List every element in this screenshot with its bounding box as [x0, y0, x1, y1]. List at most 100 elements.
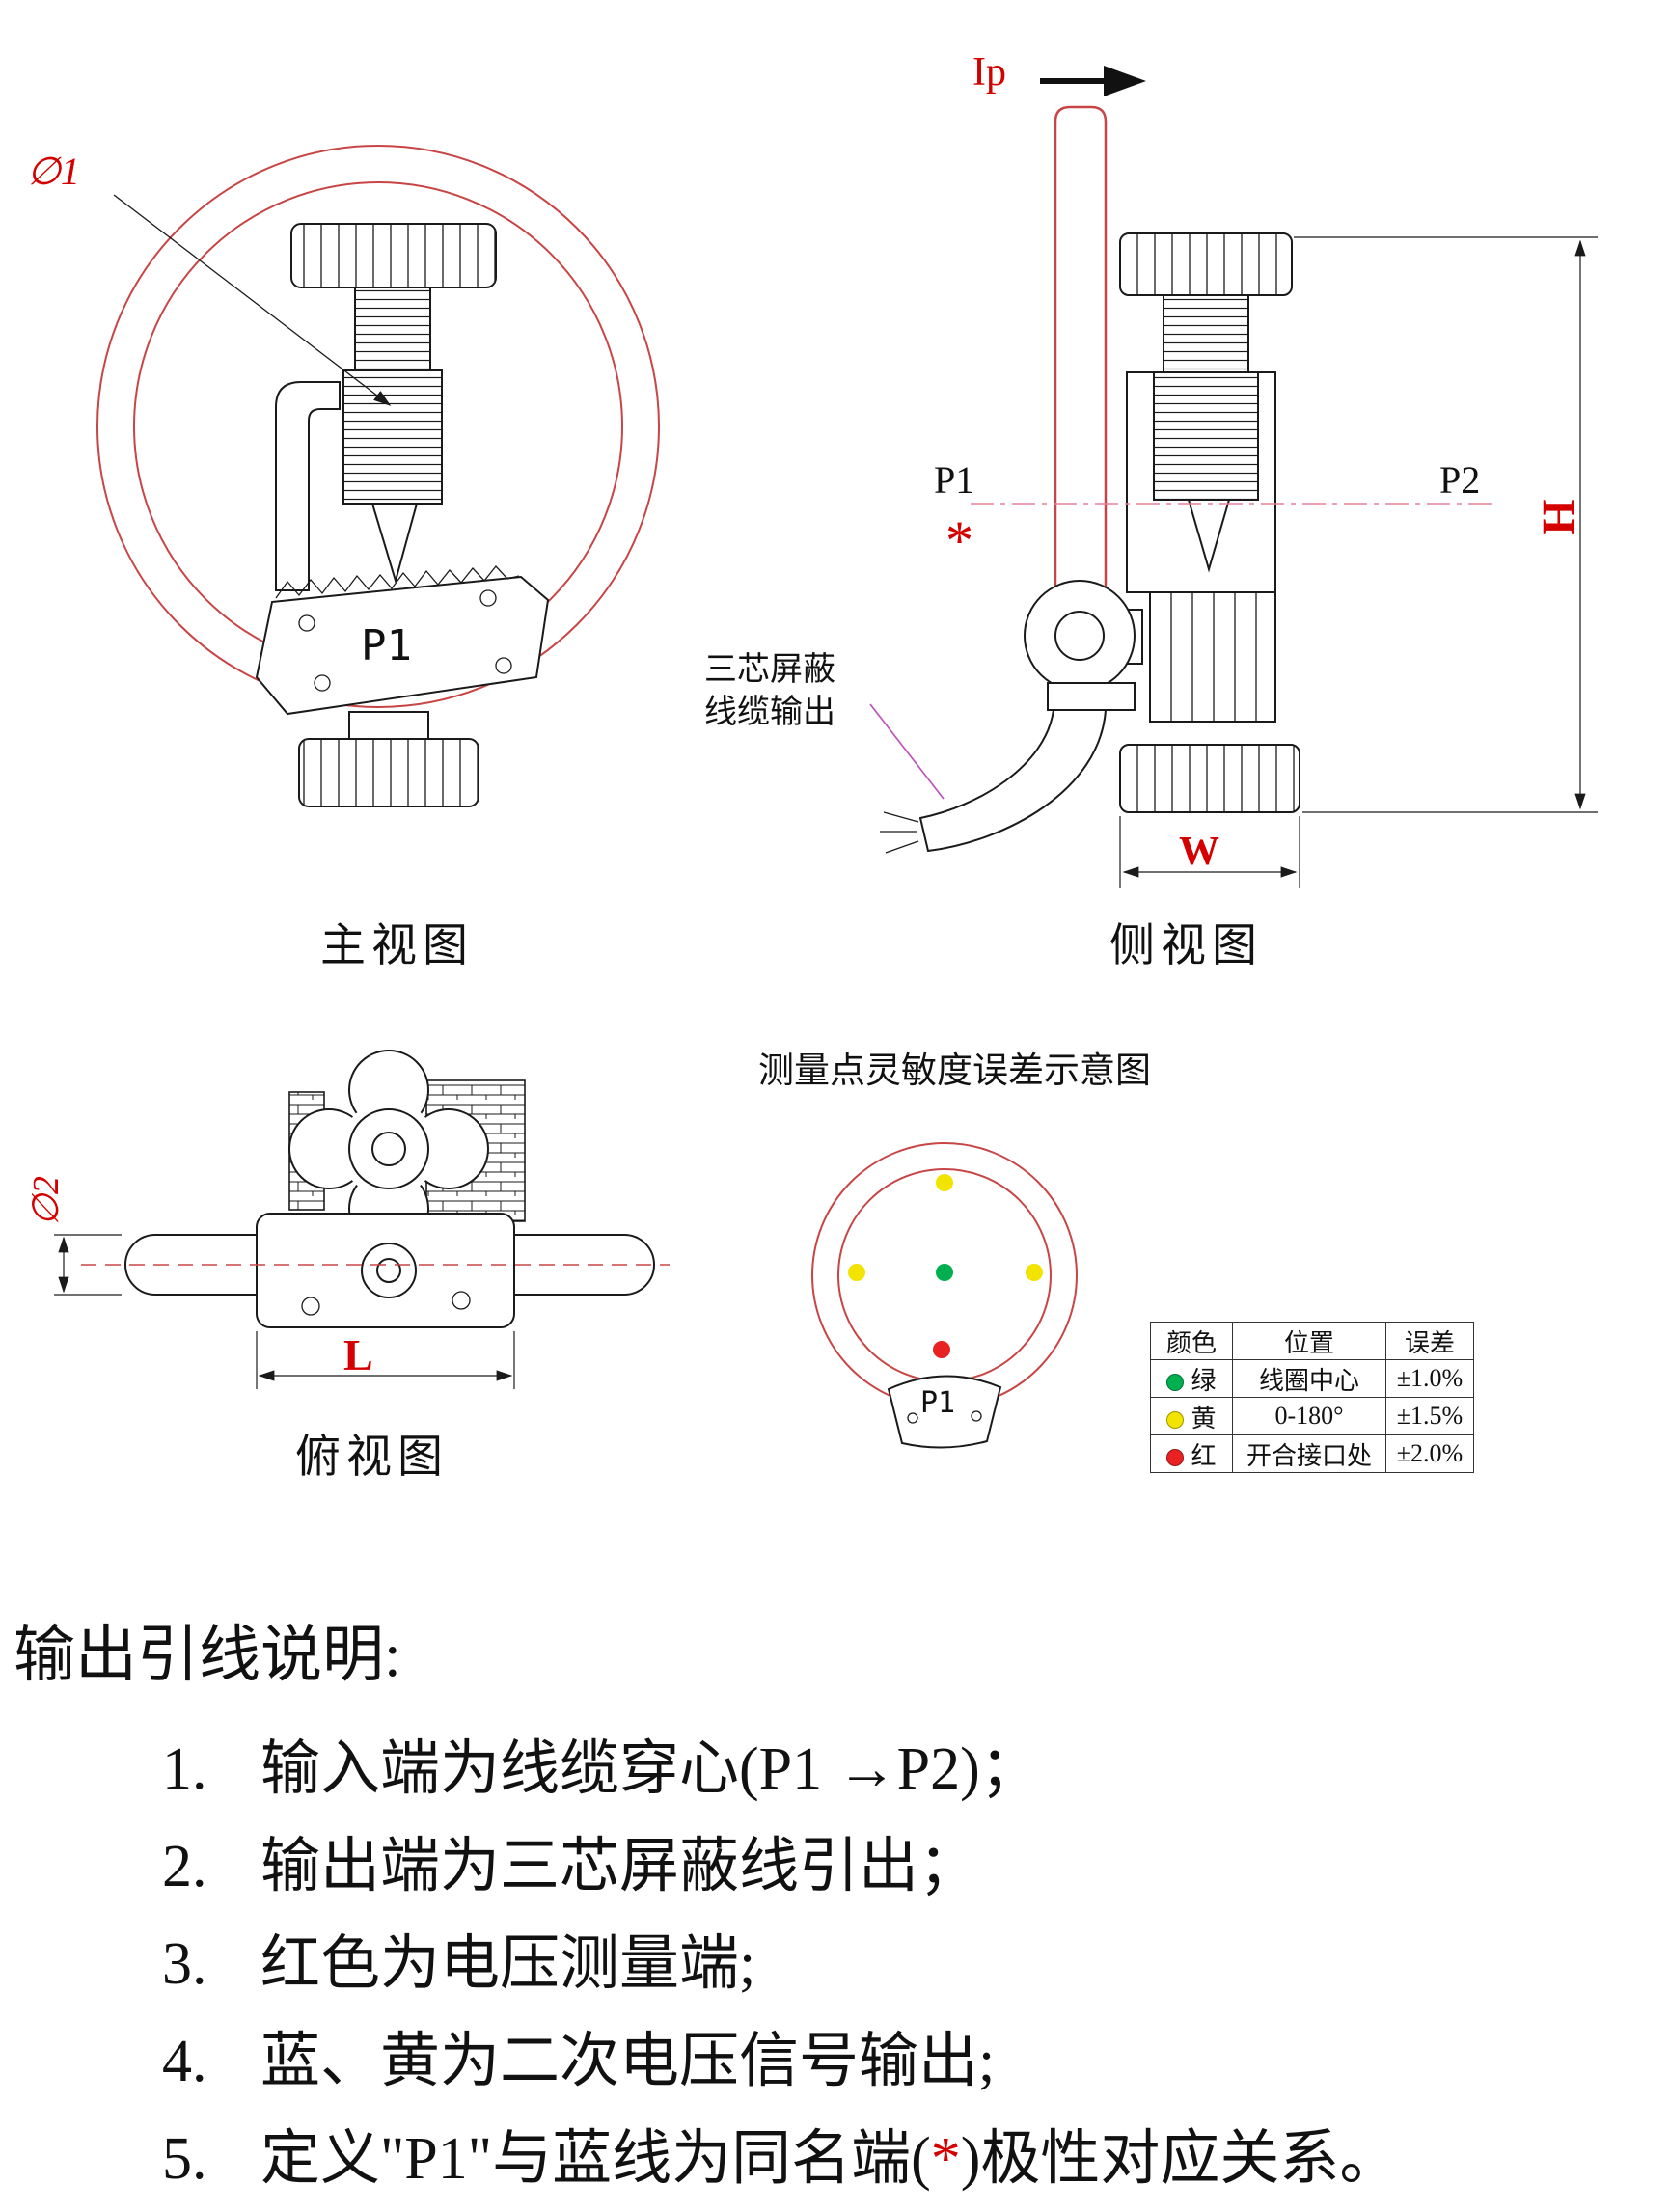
frayed-wire [885, 840, 919, 854]
cell-error: ±1.0% [1385, 1359, 1474, 1398]
sens-clamp-screw [971, 1410, 982, 1422]
sens-dot-right-yellow [1026, 1264, 1043, 1281]
cable-cross-section-outer [96, 145, 660, 708]
note-item-1: 1.输入端为线缆穿心(P1 →P2)； [162, 1719, 1040, 1806]
bottom-knurled-knob [298, 738, 479, 807]
side-view-caption: 侧视图 [1109, 921, 1263, 971]
screw-stem-side [1163, 294, 1249, 373]
h-label: H [1532, 499, 1584, 535]
sens-clamp-p1-label: P1 [920, 1386, 956, 1420]
top-view-drawing [54, 1050, 670, 1389]
cell-color: 绿 [1150, 1359, 1233, 1398]
dia1-leader-line [113, 194, 392, 406]
note-text: 蓝、黄为二次电压信号输出; [260, 2029, 996, 2094]
bottom-knob-side [1119, 744, 1300, 813]
screw-stem [354, 287, 431, 371]
note-text-post: )极性对应关系。 [960, 2126, 1400, 2192]
knob-hub-fill [341, 1101, 437, 1197]
note-number: 4. [162, 2029, 207, 2094]
table-header-row: 颜色 位置 误差 [1150, 1322, 1474, 1360]
dia2-label: ∅2 [26, 1175, 68, 1227]
cell-position: 0-180° [1232, 1397, 1386, 1435]
body-top-screw [452, 1291, 471, 1310]
note-text: 红色为电压测量端; [260, 1931, 756, 1997]
output-cable-edge [919, 709, 1054, 819]
ip-arrow-head [1104, 66, 1146, 96]
note-item-5: 5. 定义"P1"与蓝线为同名端(*)极性对应关系。 [162, 2109, 1399, 2196]
sens-dot-bottom-red [933, 1341, 950, 1358]
side-view-drawing [869, 66, 1598, 888]
col-header-error: 误差 [1385, 1322, 1474, 1360]
l-label: L [343, 1330, 373, 1379]
note-number: 2. [162, 1834, 207, 1899]
front-p1-label: P1 [361, 621, 412, 670]
note-item-4: 4. 蓝、黄为二次电压信号输出; [162, 2011, 995, 2098]
side-p1-label: P1 [934, 458, 975, 502]
top-knurled-knob [290, 223, 497, 288]
cable-gland-hole [1054, 611, 1105, 661]
body-top-boss-hole [376, 1258, 401, 1283]
front-view-caption: 主视图 [320, 921, 474, 971]
neck [348, 711, 429, 740]
output-cable-edge [927, 709, 1107, 852]
ip-label: Ip [972, 50, 1006, 95]
top-view-caption: 俯视图 [295, 1433, 449, 1483]
note-number: 5. [162, 2126, 207, 2192]
sensitivity-diagram-drawing [811, 1142, 1078, 1449]
cell-error: ±2.0% [1385, 1434, 1474, 1473]
jaw-teeth [275, 565, 520, 599]
polarity-star-side: * [945, 509, 973, 572]
sens-dot-left-yellow [848, 1264, 865, 1281]
body-top-boss [361, 1243, 417, 1298]
sens-clamp-screw [907, 1412, 918, 1424]
table-row: 黄 0-180° ±1.5% [1150, 1397, 1474, 1435]
sensitivity-title: 测量点灵敏度误差示意图 [758, 1051, 1151, 1091]
polarity-star: * [930, 2126, 961, 2192]
top-knob-side [1119, 232, 1293, 296]
cell-position: 线圈中心 [1232, 1359, 1386, 1398]
yellow-dot-icon [1166, 1410, 1185, 1429]
knob-hub [348, 1108, 429, 1189]
note-text: 输入端为线缆穿心(P1 →P2)； [260, 1736, 1040, 1802]
notes-title: 输出引线说明: [14, 1621, 401, 1689]
table-row: 绿 线圈中心 ±1.0% [1150, 1359, 1474, 1398]
sens-dot-center-green [936, 1264, 953, 1281]
note-number: 3. [162, 1931, 207, 1997]
note-item-2: 2. 输出端为三芯屏蔽线引出； [162, 1816, 978, 1903]
screw-thread-side [1153, 371, 1259, 501]
green-dot-icon [1166, 1373, 1185, 1391]
front-view-drawing [96, 145, 660, 807]
knob-hub-center [371, 1132, 406, 1166]
output-cable-end [919, 817, 929, 852]
clamp-frame [275, 381, 341, 591]
body-screw [314, 674, 331, 692]
red-dot-icon [1166, 1448, 1185, 1466]
cable-note-line1: 三芯屏蔽 [704, 652, 835, 688]
primary-cable [1054, 105, 1108, 637]
note-item-3: 3. 红色为电压测量端; [162, 1914, 755, 2001]
frayed-wire [883, 811, 919, 823]
cell-color: 黄 [1150, 1397, 1233, 1435]
color-name: 红 [1191, 1441, 1217, 1470]
cable-note-line2: 线缆输出 [704, 695, 835, 730]
w-label: W [1179, 830, 1219, 874]
screw-thread [342, 369, 443, 505]
body-screw [298, 614, 315, 632]
sens-dot-top-yellow [936, 1174, 953, 1191]
note-text: 定义"P1"与蓝线为同名端(*)极性对应关系。 [260, 2126, 1399, 2192]
note-text: 输出端为三芯屏蔽线引出； [260, 1834, 979, 1899]
cell-color: 红 [1150, 1434, 1233, 1473]
sens-clamp-icon [887, 1375, 1002, 1449]
body-screw [479, 589, 497, 607]
table-row: 红 开合接口处 ±2.0% [1150, 1434, 1474, 1473]
cable-note-leader [869, 703, 945, 800]
color-name: 绿 [1191, 1366, 1217, 1395]
dia1-label: ∅1 [27, 150, 80, 193]
sensitivity-table: 颜色 位置 误差 绿 线圈中心 ±1.0% 黄 0-180° ±1.5% 红 开… [1150, 1322, 1474, 1473]
col-header-color: 颜色 [1150, 1322, 1233, 1360]
screw-tip [370, 503, 419, 585]
cell-error: ±1.5% [1385, 1397, 1474, 1435]
body-screw [495, 657, 512, 674]
